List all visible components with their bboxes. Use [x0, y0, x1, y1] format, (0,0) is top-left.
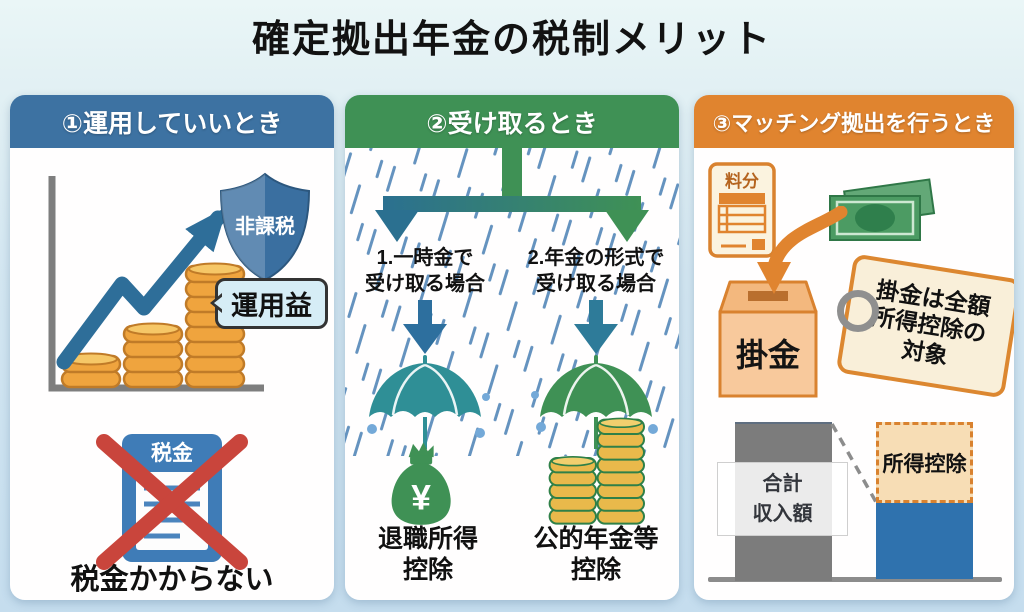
total-income-label: 合計 収入額 [717, 462, 848, 536]
page-title: 確定拠出年金の税制メリット [251, 19, 772, 61]
panel-matching-header: ③マッチング拠出を行うとき [694, 95, 1014, 148]
money-bag-icon: ¥ [391, 442, 451, 525]
no-tax-caption: 税金かからない [70, 564, 274, 596]
payslip-label: 料分 [725, 171, 759, 191]
green-coin-stacks-icon [548, 417, 645, 525]
pension-deduction-label: 公的年金等 控除 [533, 525, 659, 584]
case-pension-label: 2.年金の形式で 受け取る場合 [527, 247, 665, 296]
yen-symbol: ¥ [411, 478, 431, 517]
rising-arrow-icon [56, 206, 228, 370]
panel-receiving-header: ②受け取るとき [345, 95, 679, 148]
tax-document-icon: 税金 [96, 434, 248, 570]
payslip-icon: 料分 [708, 162, 776, 258]
down-arrow-icon [574, 300, 618, 354]
red-cross-icon [96, 434, 248, 570]
panel-operation-body: 非課税 運用益 税金 税金かからない [10, 148, 334, 600]
income-deduction-box: 所得控除 [876, 422, 973, 503]
chart-baseline [708, 577, 1002, 582]
branch-arrow-icon [375, 148, 649, 242]
panel-operation-header: ①運用していいとき [10, 95, 334, 148]
box-label: 掛金 [736, 337, 801, 373]
panel-receiving: ②受け取るとき [345, 95, 679, 600]
panel-matching-body: 料分 掛金 [694, 148, 1014, 600]
panel-operation: ①運用していいとき [10, 95, 334, 600]
panel-matching: ③マッチング拠出を行うとき 料分 [694, 95, 1014, 600]
lump-sum-deduction-label: 退職所得 控除 [377, 525, 478, 584]
gain-bubble: 運用益 [210, 278, 328, 329]
tax-doc-label: 税金 [151, 441, 194, 465]
curved-arrow-icon [757, 206, 848, 294]
down-arrow-icon [403, 300, 447, 354]
donation-box-icon: 掛金 [718, 280, 818, 398]
umbrella-icon [367, 355, 490, 449]
case-lump-sum-label: 1.一時金で 受け取る場合 [365, 247, 485, 296]
tag-ring-icon [837, 290, 879, 332]
banknotes-icon [829, 178, 936, 241]
taxable-income-bar [876, 503, 973, 579]
shield-label: 非課税 [235, 214, 295, 238]
umbrella-icon [531, 355, 658, 449]
dashed-connector [830, 423, 878, 503]
panel-receiving-body: 1.一時金で 受け取る場合 2.年金の形式で 受け取る場合 [345, 148, 679, 600]
shield-icon: 非課税 [219, 172, 311, 282]
